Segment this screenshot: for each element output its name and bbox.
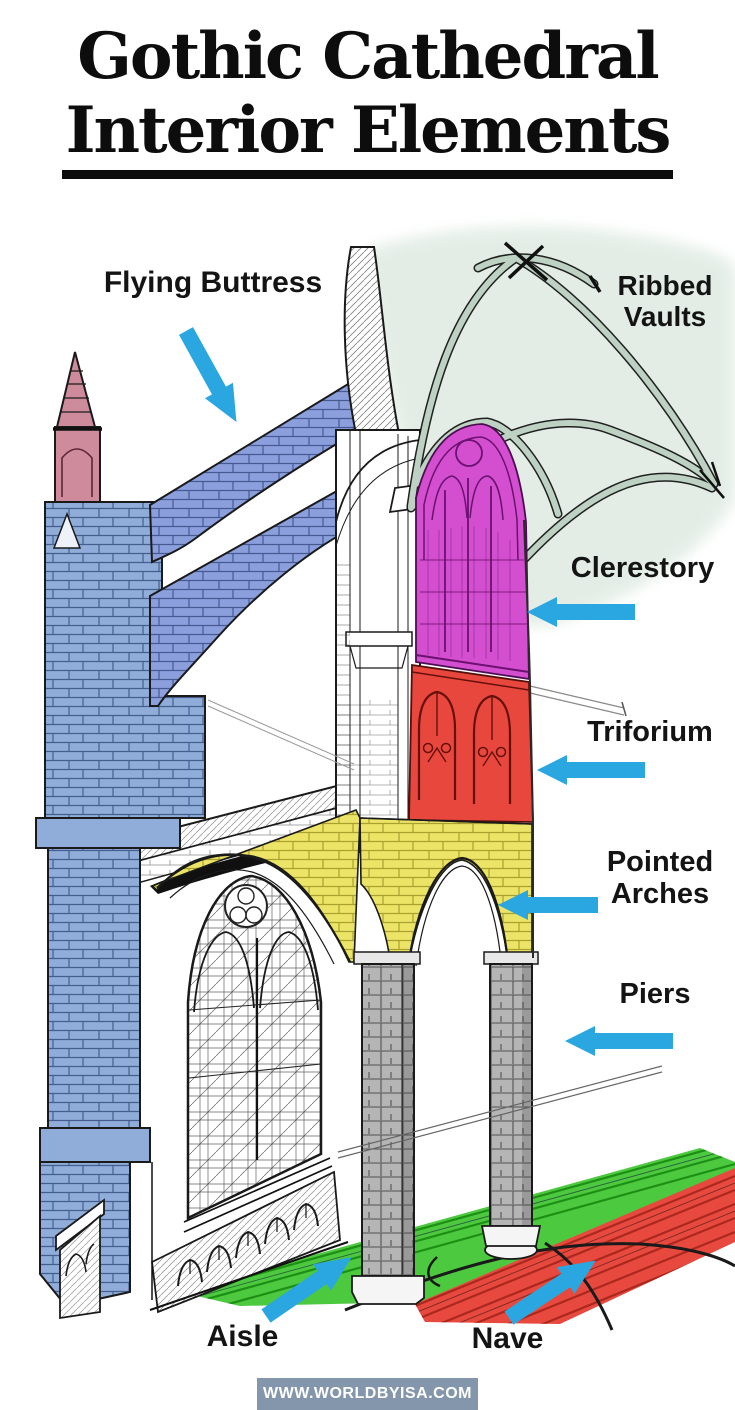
parapet [55,1198,105,1320]
flying-buttress-arrow [179,327,237,422]
piers-arrow [565,1026,673,1056]
tower-spire [53,351,102,503]
label-nave: Nave [471,1322,544,1355]
pointed-arches-arrow [498,890,598,920]
annotation-arrows [179,327,673,1325]
page-title: Gothic Cathedral Interior Elements [0,20,735,179]
label-pointed-arches: Pointed Arches [606,846,714,910]
ribbed-vaults [406,241,725,571]
label-aisle: Aisle [206,1320,279,1353]
label-ribbed-vaults: Ribbed Vaults [617,270,713,332]
label-piers: Piers [619,978,691,1010]
nave-pier-right [480,951,542,1260]
triforium-panel [408,663,534,823]
dado-arcade [149,1162,349,1314]
triforium-arrow [537,755,645,785]
title-line-2: Interior Elements [0,94,735,179]
clerestory-window [415,423,530,681]
nave-pier-left [351,951,425,1305]
buttress-tower [35,501,206,1308]
nave-arrow [504,1260,596,1325]
watermark: WWW.WORLDBYISA.COM [257,1378,478,1410]
watermark-text: WWW.WORLDBYISA.COM [263,1385,472,1402]
clerestory-arrow [527,597,635,627]
wall-cut-edge [523,519,534,958]
tie-rods [207,685,663,1159]
aisle-arrow [261,1257,352,1323]
aisle-window [183,874,333,1233]
label-clerestory: Clerestory [570,552,715,584]
title-line-1: Gothic Cathedral [77,19,659,94]
label-flying-buttress: Flying Buttress [103,266,323,299]
label-triforium: Triforium [587,716,713,748]
